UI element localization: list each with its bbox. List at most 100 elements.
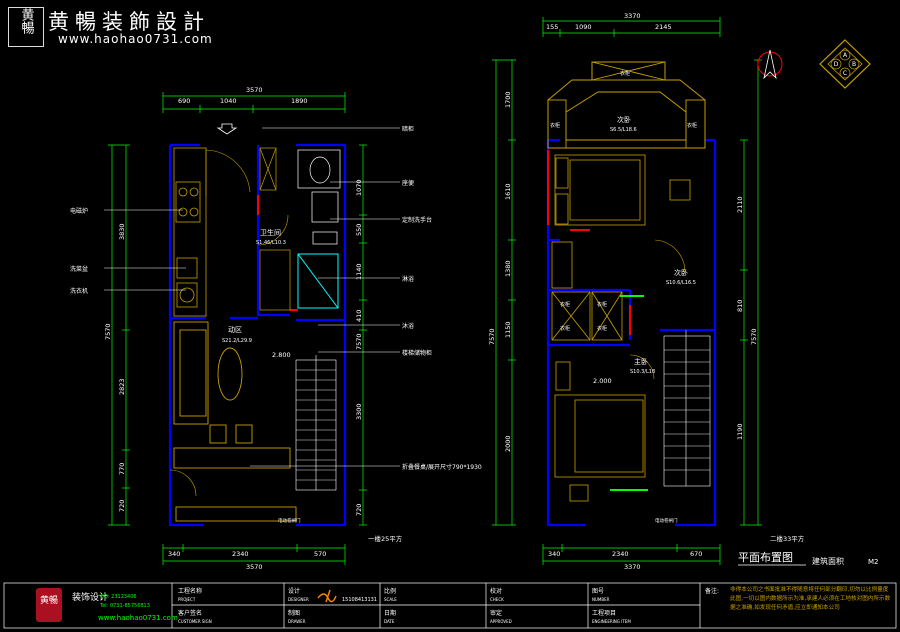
plan1-callout-leaders — [104, 127, 400, 467]
svg-text:建筑面积: 建筑面积 — [812, 556, 844, 566]
plan2-wardrobes — [551, 241, 623, 341]
svg-text:衣柜: 衣柜 — [597, 301, 607, 308]
plan1-red-accents — [257, 195, 298, 311]
svg-text:CHECK: CHECK — [490, 597, 504, 602]
svg-text:340: 340 — [548, 550, 560, 558]
svg-text:S1.46/L10.3: S1.46/L10.3 — [256, 240, 286, 246]
svg-text:7570: 7570 — [488, 328, 496, 345]
svg-text:黄暢: 黄暢 — [40, 594, 58, 606]
svg-text:1380: 1380 — [504, 260, 512, 277]
svg-text:衣柜: 衣柜 — [550, 122, 560, 129]
svg-text:3300: 3300 — [355, 403, 363, 420]
plan1-dim-texts: 690 1040 1890 3570 340 2340 570 3570 — [168, 86, 326, 571]
plan2-bed-1 — [554, 154, 691, 226]
svg-text:1890: 1890 — [291, 97, 308, 105]
svg-text:1150: 1150 — [504, 321, 512, 338]
svg-text:570: 570 — [314, 550, 326, 558]
svg-text:155: 155 — [546, 23, 558, 31]
plan1-living — [173, 321, 297, 522]
svg-text:1190: 1190 — [736, 423, 744, 440]
svg-text:2823: 2823 — [118, 378, 126, 395]
svg-text:7570: 7570 — [750, 328, 758, 345]
logo-seal: 黄暢 — [8, 7, 44, 47]
svg-text:S21.2/L29.9: S21.2/L29.9 — [222, 338, 252, 344]
svg-text:主卧: 主卧 — [634, 357, 648, 366]
svg-text:810: 810 — [736, 300, 744, 312]
svg-text:550: 550 — [355, 224, 363, 236]
svg-text:690: 690 — [178, 97, 190, 105]
svg-text:动区: 动区 — [228, 325, 242, 334]
plan2-master-bed — [554, 361, 646, 502]
plan1-top-dimensions — [162, 92, 346, 113]
plan2-side-dim-texts: 7570 1700 1610 1380 1150 2000 2110 810 1… — [488, 91, 758, 452]
company-logo-text: 黄暢装飾設計 — [48, 10, 210, 34]
title-block-web: www.haohao0731.com — [98, 614, 178, 622]
title-block-grid — [3, 582, 897, 629]
svg-text:2340: 2340 — [612, 550, 629, 558]
svg-text:720: 720 — [118, 500, 126, 512]
plan2-bottom-dimensions — [542, 544, 721, 565]
svg-text:2000: 2000 — [504, 435, 512, 452]
plan1-bottom-dimensions — [162, 544, 346, 565]
plan1-staircase — [295, 355, 337, 491]
svg-text:1090: 1090 — [575, 23, 592, 31]
svg-text:PROJECT: PROJECT — [178, 597, 196, 602]
plan1-kitchen — [173, 147, 207, 317]
title-block-company: 装饰设计 — [72, 591, 108, 603]
svg-text:2.000: 2.000 — [593, 377, 612, 385]
svg-text:楼梯储物柜: 楼梯储物柜 — [402, 349, 432, 357]
title-block-fields: 工程名称 PROJECT 客户签名 CUSTOMER SIGN 设计 DESIG… — [178, 587, 719, 624]
svg-text:2145: 2145 — [655, 23, 672, 31]
plan1-left-dimensions — [108, 144, 130, 526]
svg-text:电磁炉: 电磁炉 — [70, 207, 88, 215]
svg-text:备注:: 备注: — [705, 587, 719, 595]
plan2-right-dimensions — [740, 59, 762, 526]
svg-text:7570: 7570 — [355, 333, 363, 350]
north-arrow-icon — [757, 49, 783, 80]
svg-text:1040: 1040 — [220, 97, 237, 105]
svg-text:S10.3/L18: S10.3/L18 — [630, 369, 655, 375]
svg-text:670: 670 — [690, 550, 702, 558]
plan2-room-labels: 次卧 S6.5/L18.6 次卧 S10.6/L16.5 主卧 S10.3/L1… — [550, 70, 805, 543]
plan1-cabinet — [259, 147, 291, 311]
svg-text:S10.6/L16.5: S10.6/L16.5 — [666, 280, 696, 286]
svg-text:770: 770 — [118, 463, 126, 475]
svg-text:1070: 1070 — [355, 179, 363, 196]
svg-text:7570: 7570 — [104, 323, 112, 340]
svg-text:座便: 座便 — [402, 179, 414, 187]
svg-text:DATE: DATE — [384, 619, 395, 624]
svg-text:340: 340 — [168, 550, 180, 558]
svg-text:15108413131: 15108413131 — [342, 597, 377, 603]
svg-text:图号: 图号 — [592, 588, 604, 595]
plan2-staircase — [663, 330, 711, 487]
svg-text:电动卷闸门: 电动卷闸门 — [655, 517, 678, 524]
svg-text:审定: 审定 — [490, 609, 502, 617]
svg-text:M2: M2 — [868, 558, 879, 566]
svg-text:ENGINEERING ITEM: ENGINEERING ITEM — [592, 619, 631, 624]
svg-text:工程项目: 工程项目 — [592, 609, 616, 617]
svg-text:卫生间: 卫生间 — [260, 228, 281, 237]
plan1-room-labels: 卫生间 S1.46/L10.3 动区 S21.2/L29.9 2.800 — [222, 228, 291, 359]
svg-text:C: C — [843, 70, 847, 77]
svg-text:1610: 1610 — [504, 183, 512, 200]
svg-text:CUSTOMER SIGN: CUSTOMER SIGN — [178, 619, 212, 624]
svg-text:NUMBER: NUMBER — [592, 597, 610, 602]
svg-text:3570: 3570 — [246, 86, 263, 94]
svg-text:衣柜: 衣柜 — [560, 301, 570, 308]
svg-text:校对: 校对 — [490, 587, 502, 595]
svg-text:衣柜: 衣柜 — [620, 70, 630, 77]
svg-text:2110: 2110 — [736, 196, 744, 213]
plan1-bathroom — [297, 149, 341, 245]
svg-text:洗衣机: 洗衣机 — [70, 287, 88, 295]
plan2: 155 1090 2145 3370 340 2340 670 3370 757… — [488, 12, 805, 571]
plan1-doors — [169, 149, 289, 497]
title-block-note: 非得本公司之书面批准不得随意将任何部分翻印,切勿以比例量度此图,一切以图内数据所… — [730, 587, 891, 611]
svg-text:DRAWER: DRAWER — [288, 619, 306, 624]
svg-text:工程名称: 工程名称 — [178, 587, 202, 595]
svg-text:SCALE: SCALE — [384, 597, 397, 602]
svg-text:淋浴: 淋浴 — [402, 275, 414, 283]
svg-text:制图: 制图 — [288, 609, 300, 617]
svg-text:2.800: 2.800 — [272, 351, 291, 359]
designer-signature-icon — [317, 589, 337, 603]
